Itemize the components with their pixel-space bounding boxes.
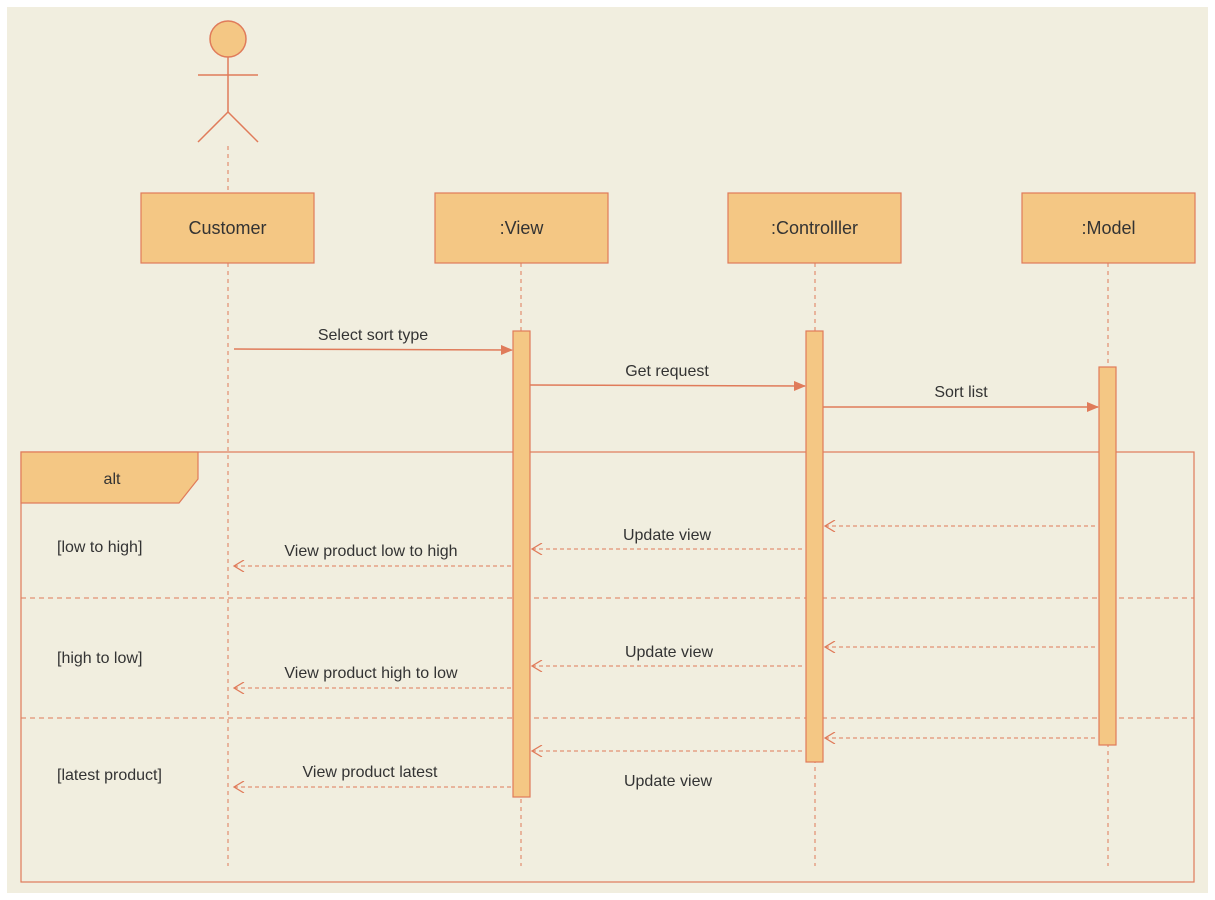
activation-bar-view	[512, 330, 531, 798]
lifeline-box-view[interactable]: :View	[434, 192, 609, 264]
alt-fragment-tab	[20, 451, 199, 504]
return-label-update-view: Update view	[624, 773, 712, 790]
alt-fragment-frame	[20, 451, 1195, 883]
alt-fragment-label: alt	[104, 471, 121, 488]
lifeline-label-customer: Customer	[188, 218, 266, 238]
guard-low-to-high: [low to high]	[57, 539, 142, 556]
message-label-sort-list: Sort list	[934, 384, 988, 401]
lifeline-label-view: :View	[500, 218, 545, 238]
lifeline-box-controller[interactable]: :Controlller	[727, 192, 902, 264]
activation-bar-controller	[805, 330, 824, 763]
message-arrow	[529, 380, 806, 391]
guard-high-to-low: [high to low]	[57, 650, 142, 667]
diagram-background	[7, 7, 1208, 893]
return-label-update-view: Update view	[625, 644, 713, 661]
return-label-view-product-high-to-low: View product high to low	[284, 665, 458, 682]
lifeline-box-model[interactable]: :Model	[1021, 192, 1196, 264]
message-label-get-request: Get request	[625, 363, 709, 380]
return-label-view-product-latest: View product latest	[303, 764, 438, 781]
stick-figure-icon	[197, 20, 259, 143]
return-label-view-product-low-to-high: View product low to high	[284, 543, 457, 560]
return-label-update-view: Update view	[623, 527, 711, 544]
message-label-select-sort-type: Select sort type	[318, 327, 428, 344]
activation-bar-model	[1098, 366, 1117, 746]
guard-latest-product: [latest product]	[57, 767, 162, 784]
lifeline-box-customer[interactable]: Customer	[140, 192, 315, 264]
lifeline-label-model: :Model	[1081, 218, 1135, 238]
message-arrow	[233, 344, 513, 355]
lifeline-label-controller: :Controlller	[771, 218, 858, 238]
